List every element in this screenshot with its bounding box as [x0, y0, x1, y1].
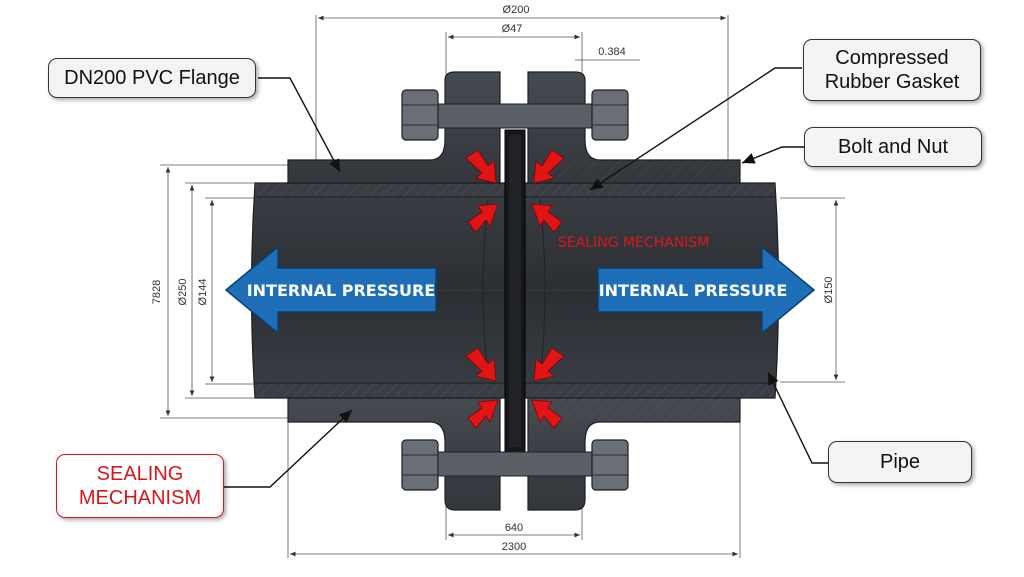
callout-bolt: Bolt and Nut — [804, 127, 982, 167]
leader-lines — [224, 67, 828, 488]
callout-pipe: Pipe — [828, 441, 972, 483]
bolt-bottom — [401, 439, 629, 491]
leader-flange — [258, 77, 341, 173]
dim-overall-length: 2300 — [502, 541, 526, 553]
force-arrow — [533, 347, 565, 382]
dimensions-right — [780, 197, 845, 383]
bolt-top — [401, 89, 629, 141]
dim-pipe-id-right: Ø150 — [823, 277, 835, 304]
sealing-mechanism-inline-label: SEALING MECHANISM — [558, 235, 709, 251]
internal-pressure-right-label: INTERNAL PRESSURE — [599, 281, 788, 300]
rubber-gasket — [504, 129, 526, 453]
dim-pipe-id-left: Ø144 — [197, 279, 209, 306]
flange-left — [287, 71, 501, 511]
pressure-arrow-left: INTERNAL PRESSURE — [224, 245, 437, 335]
force-arrow — [531, 399, 563, 429]
force-arrow — [465, 149, 497, 184]
flange-right — [527, 71, 741, 511]
leader-gasket — [589, 67, 802, 191]
dim-gasket-thickness: 0.384 — [598, 46, 626, 58]
dimensions-bottom — [287, 420, 741, 558]
nut-top-left — [401, 89, 439, 141]
internal-pressure-left-label: INTERNAL PRESSURE — [247, 281, 436, 300]
nut-bottom-right — [591, 439, 629, 491]
leader-sealing — [224, 409, 353, 488]
leader-pipe — [767, 371, 828, 464]
callout-gasket: Compressed Rubber Gasket — [803, 39, 981, 101]
force-arrows — [465, 149, 565, 429]
dim-flange-od: Ø250 — [177, 279, 189, 306]
callout-sealing-mechanism: SEALING MECHANISM — [56, 454, 224, 518]
dim-height: 7828 — [151, 280, 163, 304]
dimensions-top — [315, 15, 729, 185]
pressure-arrow-right: INTERNAL PRESSURE — [597, 245, 816, 335]
force-arrow — [465, 347, 497, 382]
force-arrow — [531, 203, 563, 233]
nut-bottom-left — [401, 439, 439, 491]
force-arrow — [467, 203, 499, 233]
dim-bolt-hole: Ø47 — [502, 23, 523, 35]
force-arrow — [533, 149, 565, 184]
callout-flange: DN200 PVC Flange — [48, 58, 256, 98]
dim-bolt-span: 640 — [505, 522, 523, 534]
force-arrow — [467, 399, 499, 429]
dimensions-left — [160, 164, 290, 419]
leader-bolt — [741, 146, 804, 164]
nut-top-right — [591, 89, 629, 141]
dim-overall-diameter: Ø200 — [503, 4, 530, 16]
